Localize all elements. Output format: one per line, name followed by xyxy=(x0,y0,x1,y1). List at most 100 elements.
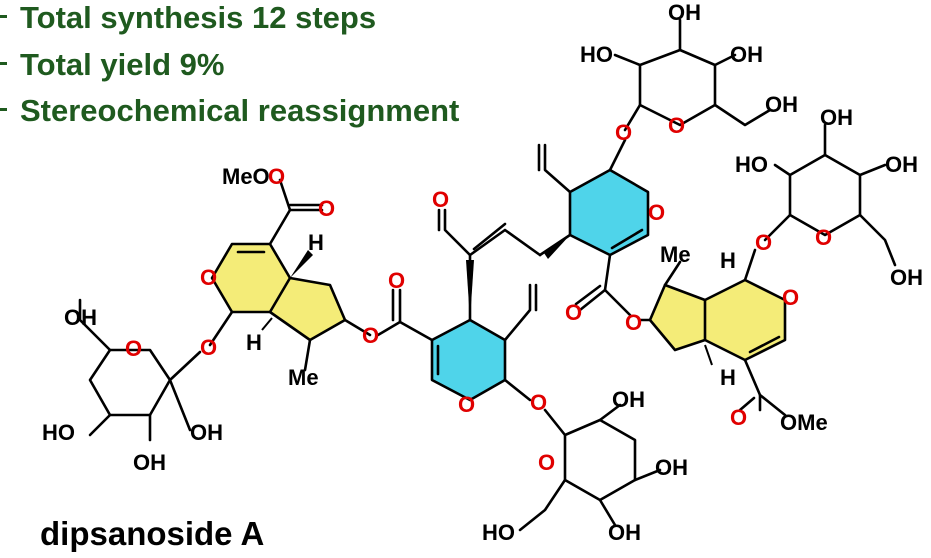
left-stereo-wedge xyxy=(290,250,313,278)
right-glucose-c2 xyxy=(773,163,792,177)
center-dihydropyran-fill xyxy=(432,320,505,400)
label-o-ester-left: O xyxy=(268,164,285,189)
highlight-1: Total synthesis 12 steps xyxy=(20,0,376,35)
center-stereo-wedge xyxy=(466,260,474,320)
center-ester-o xyxy=(376,320,402,337)
bullet-marker-2 xyxy=(0,62,7,65)
label-oh-lower-c3: OH xyxy=(655,455,688,480)
highlight-3: Stereochemical reassignment xyxy=(20,93,459,128)
label-h-left-top: H xyxy=(308,230,324,255)
right-carbonyl-double xyxy=(738,396,756,412)
aldehyde xyxy=(443,208,472,257)
upper-glucose-anomeric xyxy=(623,103,642,132)
label-o-pyran-left: O xyxy=(200,265,217,290)
bullet-marker-1 xyxy=(0,15,7,18)
right-glycoside-link xyxy=(743,248,757,282)
lower-glucose-c2 xyxy=(598,403,622,422)
label-oh-ch2-right: OH xyxy=(890,265,923,290)
label-ho-upper: HO xyxy=(580,42,613,67)
left-glucose-ch2oh xyxy=(78,298,112,352)
lower-glucose-ring xyxy=(563,418,637,502)
right-ester-ome xyxy=(758,393,787,417)
left-glucose-c4 xyxy=(88,413,112,437)
label-h-right-bottom: H xyxy=(720,365,736,390)
label-meo-left: MeO xyxy=(222,164,270,189)
label-o-carbonyl-upper: O xyxy=(565,300,582,325)
upper-stereo-wedge xyxy=(544,235,570,259)
label-me-left: Me xyxy=(288,365,319,390)
ring-highlights xyxy=(212,170,785,400)
label-o-glucose-lower: O xyxy=(538,450,555,475)
label-h-right-top: H xyxy=(720,248,736,273)
label-h-left-bottom: H xyxy=(246,330,262,355)
label-me-right: Me xyxy=(660,242,691,267)
upper-vinyl xyxy=(543,143,572,194)
label-oh-right-c4: OH xyxy=(820,105,853,130)
left-dihydropyran-fill xyxy=(212,244,290,312)
left-glucose-c2 xyxy=(168,378,192,432)
label-oh-lower-c4: OH xyxy=(608,520,641,545)
bond-skeleton xyxy=(78,18,897,532)
right-glucose-c3 xyxy=(858,163,887,177)
label-ho-right: HO xyxy=(735,152,768,177)
label-oh-ch2-upper: OH xyxy=(765,92,798,117)
highlight-2: Total yield 9% xyxy=(20,47,224,82)
label-o-carbonyl-left: O xyxy=(318,196,335,221)
highlights-list: Total synthesis 12 steps Total yield 9% … xyxy=(0,0,459,128)
upper-glucose-ch2oh xyxy=(713,103,772,127)
label-o-carbonyl-right: O xyxy=(730,405,747,430)
label-oh-upper-c3: OH xyxy=(730,42,763,67)
label-o-glucose-right: O xyxy=(815,225,832,250)
label-ho-left: HO xyxy=(42,420,75,445)
label-oh-upper-c4: OH xyxy=(668,0,701,25)
label-oh-ch2-left: OH xyxy=(64,305,97,330)
label-oh-right-c3: OH xyxy=(885,152,918,177)
compound-name: dipsanoside A xyxy=(40,515,264,552)
alkene-linker xyxy=(468,228,542,257)
label-o-glucose-upper: O xyxy=(668,113,685,138)
label-o-carbonyl-center: O xyxy=(388,268,405,293)
upper-ester-o xyxy=(603,288,632,317)
label-o-pyran-right: O xyxy=(782,285,799,310)
label-o-glycoside-upper: O xyxy=(615,120,632,145)
label-o-pyran-center: O xyxy=(458,392,475,417)
lower-glucose-c4 xyxy=(598,498,617,527)
center-vinyl xyxy=(503,283,532,342)
label-o-pyran-upper: O xyxy=(648,200,665,225)
left-glycoside-link xyxy=(208,310,234,347)
label-oh-lower-c2: OH xyxy=(612,387,645,412)
right-h-hash xyxy=(704,344,713,366)
left-ester-link xyxy=(343,318,372,337)
center-glycoside-link xyxy=(503,378,532,402)
linker-to-upper xyxy=(538,233,572,257)
right-glucose-ch2oh xyxy=(858,213,897,267)
label-o-glucose-left: O xyxy=(125,336,142,361)
lower-glucose-anomeric xyxy=(543,408,567,437)
upper-carbonyl-double xyxy=(574,284,602,306)
right-dihydropyran-fill xyxy=(705,280,785,360)
left-glucose-anomeric xyxy=(168,350,202,382)
right-glucose-ring xyxy=(788,153,862,237)
atom-labels: MeO O O O H H Me O O OH O HO OH OH O O O… xyxy=(42,0,923,545)
label-oh-left-c2: OH xyxy=(190,420,223,445)
right-methyl xyxy=(663,260,682,287)
upper-glucose-c2 xyxy=(613,53,642,67)
label-ho-lower: HO xyxy=(482,520,515,545)
label-o-aldehyde: O xyxy=(432,187,449,212)
alkene-linker-double xyxy=(472,222,507,251)
label-o-ester-link-left: O xyxy=(362,323,379,348)
left-h-hash xyxy=(261,317,273,331)
right-glucose-anomeric xyxy=(763,213,792,242)
upper-ring-double xyxy=(610,228,644,250)
label-o-glycoside-right: O xyxy=(755,230,772,255)
upper-dihydropyran-fill xyxy=(570,170,648,255)
right-cyclopentane-fill xyxy=(650,285,705,350)
left-methyl xyxy=(303,338,312,372)
label-ome-right: OMe xyxy=(780,410,828,435)
lower-glucose-ch2oh xyxy=(518,478,567,532)
right-pyran-double xyxy=(748,335,781,354)
bullet-marker-3 xyxy=(0,108,7,111)
upper-glycoside-link xyxy=(608,138,627,172)
lower-glucose-c3 xyxy=(633,468,662,482)
